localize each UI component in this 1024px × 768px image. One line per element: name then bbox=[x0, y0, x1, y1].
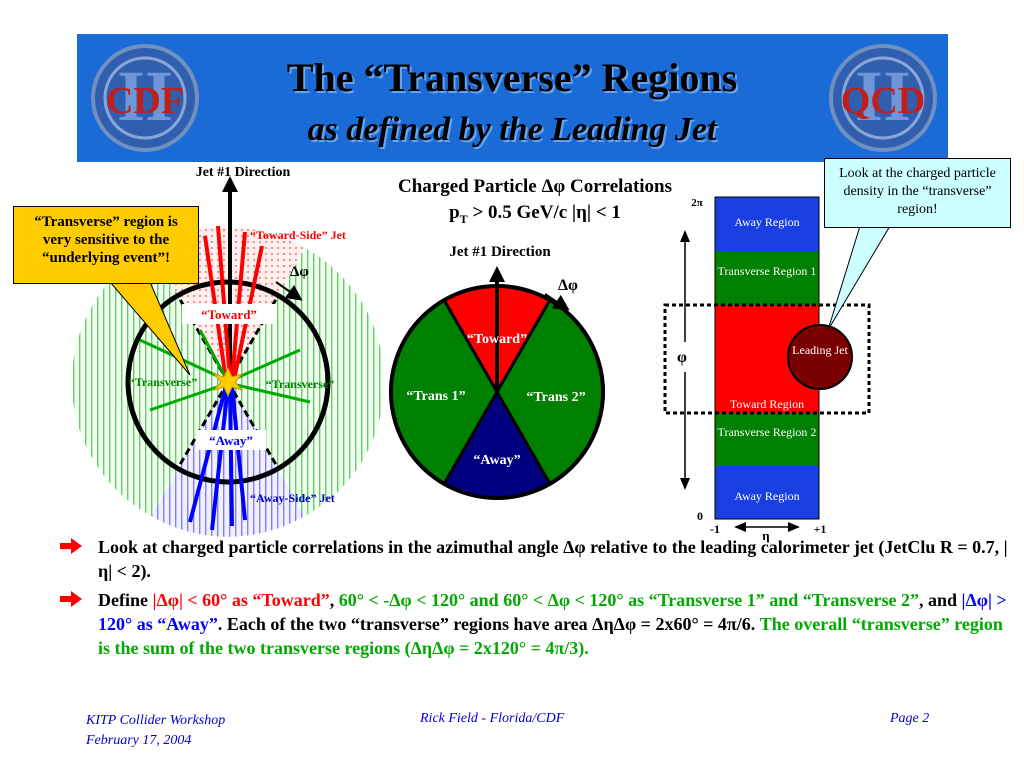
eta-phi-diagram bbox=[663, 196, 891, 532]
transverse-region-1-label: Transverse Region 1 bbox=[717, 264, 817, 278]
correlations-title-line2: pT > 0.5 GeV/c |η| < 1 bbox=[449, 202, 621, 226]
svg-text:QCD: QCD bbox=[841, 80, 925, 122]
minus-one-label: -1 bbox=[710, 522, 720, 536]
left-transverse-left-label: “Transverse” bbox=[129, 375, 197, 389]
correlations-title-line1: Charged Particle Δφ Correlations bbox=[397, 176, 673, 197]
rect-transverse-1 bbox=[715, 251, 819, 305]
pie-trans1-label: “Trans 1” bbox=[406, 389, 465, 404]
rect-away-bottom bbox=[715, 466, 819, 519]
leading-jet-label: Leading Jet bbox=[792, 343, 848, 357]
pie-toward-label: “Toward” bbox=[467, 332, 527, 347]
left-away-sector bbox=[151, 382, 305, 537]
pie-trans2-label: “Trans 2” bbox=[526, 390, 585, 405]
pie-away-label: “Away” bbox=[473, 453, 520, 468]
away-region-bottom-label: Away Region bbox=[734, 489, 799, 503]
callout-right-text: Look at the charged particle density in … bbox=[839, 166, 996, 217]
center-dphi-label: Δφ bbox=[558, 277, 578, 294]
arrow-bullet-icon bbox=[60, 538, 82, 554]
left-toward-label: “Toward” bbox=[201, 307, 257, 322]
leading-jet-circle bbox=[787, 324, 853, 390]
svg-text:II: II bbox=[855, 56, 911, 136]
rect-transverse-2 bbox=[715, 413, 819, 466]
left-away-label: “Away” bbox=[209, 433, 253, 448]
zero-label: 0 bbox=[697, 509, 703, 523]
left-transverse-right-label: “Transverse” bbox=[266, 377, 334, 391]
toward-side-jet-label: “Toward-Side” Jet bbox=[250, 228, 346, 242]
callout-right-pointer bbox=[827, 225, 891, 331]
away-region-top-label: Away Region bbox=[734, 215, 799, 229]
center-pie-diagram bbox=[389, 266, 605, 500]
correlations-title: Charged Particle Δφ Correlations pT > 0.… bbox=[330, 174, 740, 232]
bullet-2: Define |Δφ| < 60° as “Toward”, 60° < -Δφ… bbox=[60, 588, 1010, 660]
svg-text:II: II bbox=[117, 56, 173, 136]
bullet-list: Look at charged particle correlations in… bbox=[60, 535, 1010, 665]
svg-text:CDF: CDF bbox=[106, 80, 184, 122]
callout-left: “Transverse” region is very sensitive to… bbox=[13, 206, 199, 284]
transverse-region-2-label: Transverse Region 2 bbox=[717, 425, 817, 439]
collision-star-icon bbox=[212, 366, 244, 398]
eta-axis-label: η bbox=[762, 528, 769, 543]
jet-dashed-box bbox=[663, 303, 871, 415]
plus-one-label: +1 bbox=[814, 522, 827, 536]
left-event-diagram bbox=[71, 176, 385, 537]
callout-left-text: “Transverse” region is very sensitive to… bbox=[34, 214, 178, 266]
title-banner bbox=[77, 34, 948, 162]
slide-title: The “Transverse” Regions bbox=[286, 55, 738, 100]
phi-axis-label: φ bbox=[677, 349, 687, 366]
footer-page-number: Page 2 bbox=[890, 711, 930, 726]
arrow-bullet-icon bbox=[60, 591, 82, 607]
bullet-1: Look at charged particle correlations in… bbox=[60, 535, 1010, 583]
toward-region-label: Toward Region bbox=[730, 397, 804, 411]
footer-author: Rick Field - Florida/CDF bbox=[420, 711, 565, 726]
center-jet-direction-label: Jet #1 Direction bbox=[449, 244, 551, 260]
away-side-jet-label: “Away-Side” Jet bbox=[250, 491, 335, 505]
cdf-logo: II CDF bbox=[91, 44, 199, 152]
rect-away-top bbox=[715, 197, 819, 251]
qcd-logo: II QCD bbox=[829, 44, 937, 152]
left-dphi-label: Δφ bbox=[290, 264, 309, 280]
two-pi-label: 2π bbox=[691, 197, 703, 209]
slide-subtitle: as defined by the Leading Jet bbox=[307, 111, 717, 148]
callout-right: Look at the charged particle density in … bbox=[824, 158, 1011, 228]
footer-left: KITP Collider Workshop February 17, 2004 bbox=[86, 713, 226, 748]
left-jet-direction-label: Jet #1 Direction bbox=[196, 165, 291, 180]
